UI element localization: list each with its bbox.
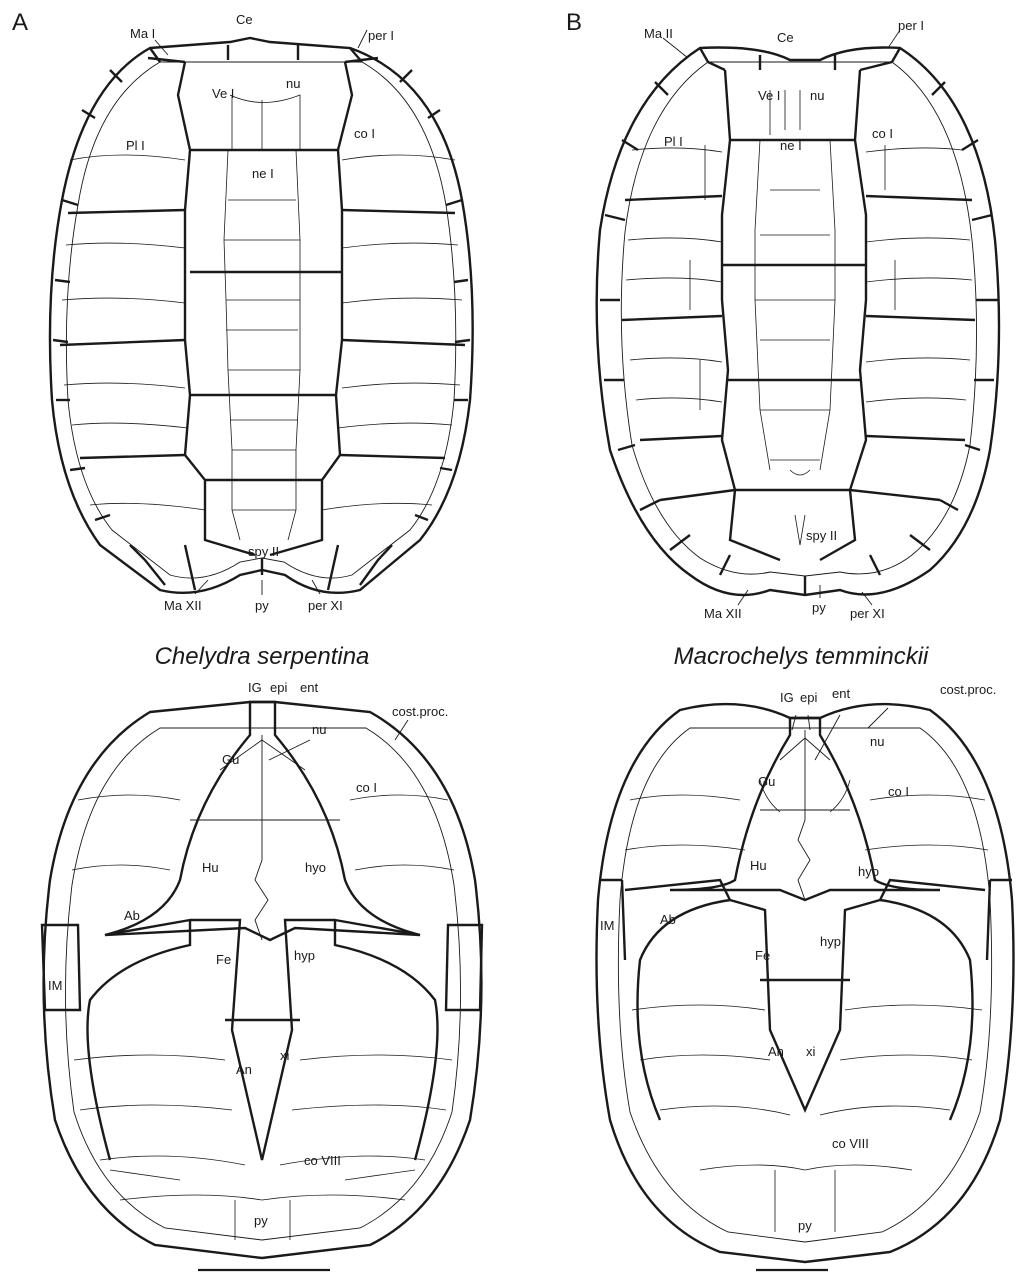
b-v-label-an: An [768,1044,784,1059]
a-ventral-sutures [72,795,454,1240]
b-d-label-pl-i: Pl I [664,134,683,149]
a-d-label-ma-xii: Ma XII [164,598,202,613]
b-d-label-ve-i: Ve I [758,88,780,103]
a-plastron-posterior [88,920,438,1160]
b-carapace-outline [597,48,999,596]
b-vertebral-scutes [722,55,866,560]
a-v-label-xi: xi [280,1048,290,1063]
b-v-label-hyo: hyo [858,864,879,879]
a-v-label-ent: ent [300,680,318,695]
b-d-label-py: py [812,600,826,615]
a-d-label-nu: nu [286,76,300,91]
a-v-label-an: An [236,1062,252,1077]
a-v-label-hyo: hyo [305,860,326,875]
a-d-label-ne-i: ne I [252,166,274,181]
species-name-b: Macrochelys temminckii [674,643,929,670]
a-d-label-co-i: co I [354,126,375,141]
a-v-label-py: py [254,1213,268,1228]
panel-letter-b: B [566,9,582,36]
b-plastron-posterior [625,880,985,1120]
a-ventral-inner-margin [65,728,460,1240]
panel-b-plastron [597,704,1014,1262]
panel-a-plastron [42,702,482,1258]
panel-a-carapace [50,38,473,593]
b-v-label-co-i: co I [888,784,909,799]
b-v-label-py: py [798,1218,812,1233]
panel-b-dorsal-labels: Ma II Ce per I Ve I nu Pl I ne I co I sp… [644,18,924,621]
b-d-label-nu: nu [810,88,824,103]
b-d-label-ce: Ce [777,30,794,45]
a-v-label-im: IM [48,978,62,993]
b-d-label-per-xi: per XI [850,606,885,621]
b-d-label-co-i: co I [872,126,893,141]
a-marginal-scute-seams [53,48,470,590]
a-d-label-per-i: per I [368,28,394,43]
a-d-label-ve-i: Ve I [212,86,234,101]
a-bone-sutures [62,95,462,540]
a-v-label-cost-proc: cost.proc. [392,704,448,719]
b-pleural-scutes [622,62,975,500]
a-v-label-fe: Fe [216,952,231,967]
a-v-label-co-viii: co VIII [304,1153,341,1168]
b-d-label-ne-i: ne I [780,138,802,153]
a-v-label-co-i: co I [356,780,377,795]
a-v-label-hu: Hu [202,860,219,875]
a-plastron-midline [190,735,340,940]
panel-b-carapace [597,48,999,596]
a-pleural-scutes [60,58,465,458]
a-carapace-inner-margin [66,62,455,578]
b-d-label-spy-ii: spy II [806,528,837,543]
b-v-label-hu: Hu [750,858,767,873]
species-name-a: Chelydra serpentina [155,643,370,670]
b-ventral-sutures [625,780,988,1232]
b-marginal-scute-seams [600,48,998,595]
a-d-label-ce: Ce [236,12,253,27]
b-v-label-ent: ent [832,686,850,701]
b-v-label-gu: Gu [758,774,775,789]
a-d-label-ma-i: Ma I [130,26,155,41]
a-v-label-ig: IG [248,680,262,695]
a-d-label-spy-ii: spy II [248,544,279,559]
a-v-label-hyp: hyp [294,948,315,963]
b-v-label-ig: IG [780,690,794,705]
panel-letter-a: A [12,9,28,36]
b-v-label-fe: Fe [755,948,770,963]
b-d-label-per-i: per I [898,18,924,33]
a-d-label-per-xi: per XI [308,598,343,613]
panel-a-ventral-labels: IG epi ent cost.proc. nu Gu co I Hu hyo … [48,680,448,1228]
a-d-label-py: py [255,598,269,613]
a-v-label-gu: Gu [222,752,239,767]
a-d-label-pl-i: Pl I [126,138,145,153]
b-v-label-xi: xi [806,1044,816,1059]
a-v-label-nu: nu [312,722,326,737]
b-v-label-nu: nu [870,734,884,749]
b-v-label-cost-proc: cost.proc. [940,682,996,697]
a-plastron-anterior-lobe [105,702,420,940]
b-v-label-ab: Ab [660,912,676,927]
b-plastron-midline [760,730,850,900]
b-d-label-ma-xii: Ma XII [704,606,742,621]
a-v-label-ab: Ab [124,908,140,923]
panel-b-ventral-labels: IG epi ent cost.proc. nu Gu co I Hu hyo … [600,682,996,1233]
a-v-label-epi: epi [270,680,287,695]
b-v-label-hyp: hyp [820,934,841,949]
b-d-label-ma-ii: Ma II [644,26,673,41]
b-v-label-co-viii: co VIII [832,1136,869,1151]
b-v-label-epi: epi [800,690,817,705]
a-bridge [42,925,482,1010]
b-v-label-im: IM [600,918,614,933]
